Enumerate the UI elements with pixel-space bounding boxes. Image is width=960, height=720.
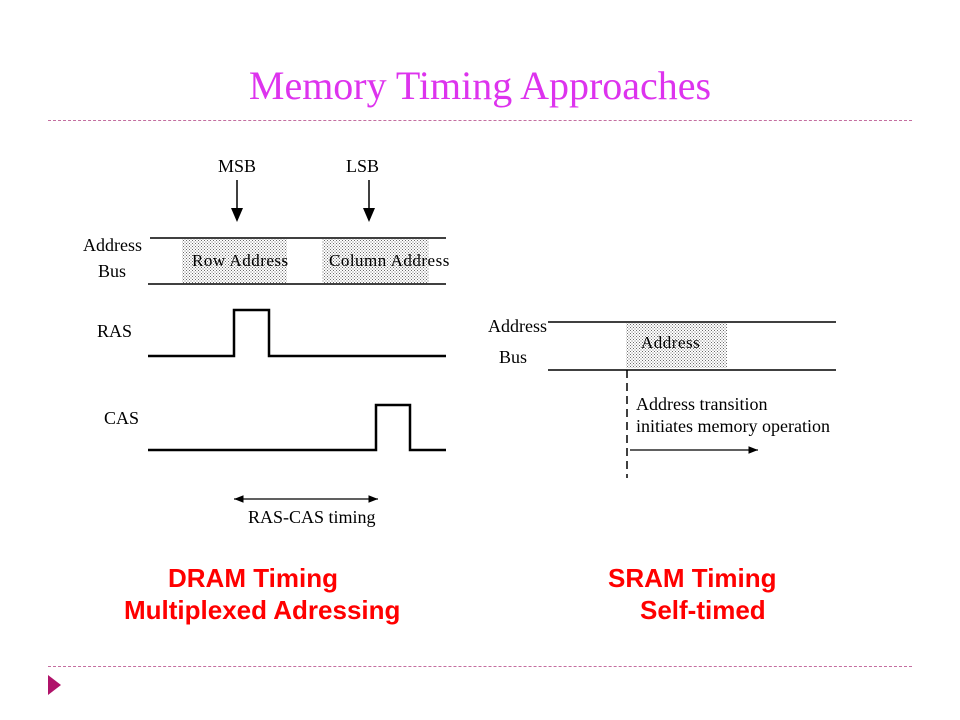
dram-diagram: MSB LSB Address Bus Row Address Column A…: [83, 156, 450, 625]
sram-address-box-label: Address: [641, 333, 700, 352]
dram-caption-line1: DRAM Timing: [168, 563, 338, 593]
sram-bus-label: Bus: [499, 347, 527, 367]
msb-label: MSB: [218, 156, 256, 176]
right-triangle-icon[interactable]: [48, 675, 61, 695]
row-address-box: [182, 239, 287, 283]
sram-address-label: Address: [488, 316, 547, 336]
row-address-label: Row Address: [192, 251, 289, 270]
sram-note-line1: Address transition: [636, 394, 767, 414]
ras-cas-timing-label: RAS-CAS timing: [248, 507, 376, 527]
ras-label: RAS: [97, 321, 132, 341]
msb-arrowhead: [231, 208, 243, 222]
bottom-divider: [48, 666, 912, 667]
top-divider: [48, 120, 912, 121]
sram-caption-line1: SRAM Timing: [608, 563, 777, 593]
sram-address-box: [626, 323, 727, 368]
column-address-label: Column Address: [329, 251, 450, 270]
lsb-label: LSB: [346, 156, 379, 176]
dram-bus-label: Bus: [98, 261, 126, 281]
dram-caption-line2: Multiplexed Adressing: [124, 595, 400, 625]
column-address-box: [322, 239, 429, 283]
lsb-arrowhead: [363, 208, 375, 222]
ras-signal: [148, 308, 446, 358]
cas-label: CAS: [104, 408, 139, 428]
sram-note-line2: initiates memory operation: [636, 416, 830, 436]
cas-signal: [148, 403, 446, 452]
dram-address-label: Address: [83, 235, 142, 255]
slide-title: Memory Timing Approaches: [248, 63, 712, 108]
sram-diagram: Address Bus Address Address transition i…: [488, 316, 836, 625]
sram-caption-line2: Self-timed: [640, 595, 766, 625]
